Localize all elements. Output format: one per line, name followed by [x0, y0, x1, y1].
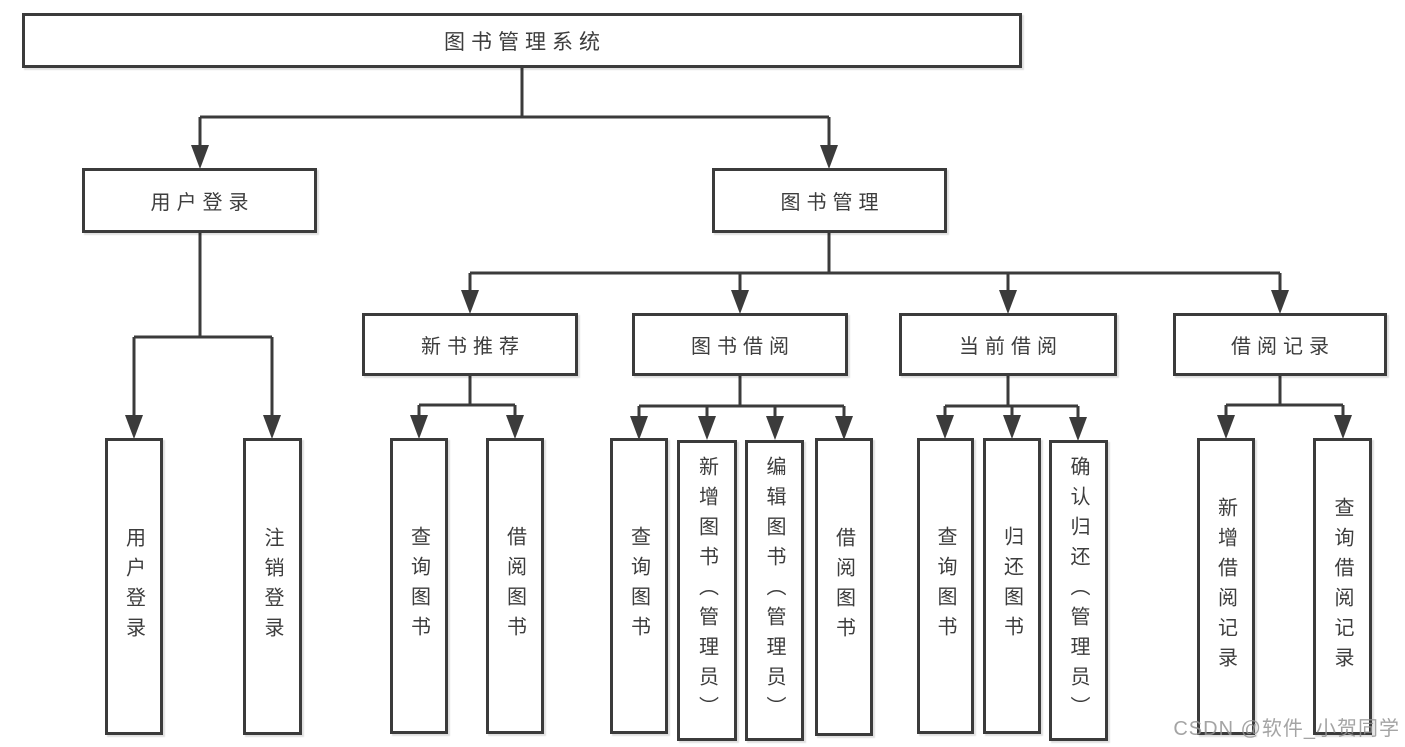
node-root-system: 图书管理系统	[22, 13, 1022, 68]
node-user-login: 用户登录	[82, 168, 317, 233]
node-root-system-label: 图书管理系统	[444, 30, 606, 54]
leaf-borrow-books-borrowing: 借阅图书	[815, 438, 873, 736]
leaf-edit-books-admin-label: 编辑图书（管理员）	[763, 455, 785, 726]
node-book-management: 图书管理	[712, 168, 947, 233]
leaf-borrow-books-recommend-label: 借阅图书	[503, 526, 526, 646]
node-borrowing-records-label: 借阅记录	[1231, 336, 1335, 358]
leaf-edit-books-admin: 编辑图书（管理员）	[745, 440, 804, 741]
leaf-add-borrow-record-label: 新增借阅记录	[1214, 496, 1237, 677]
leaf-query-books-current-label: 查询图书	[934, 526, 956, 646]
leaf-add-books-admin: 新增图书（管理员）	[677, 440, 737, 741]
leaf-query-books-current: 查询图书	[917, 438, 974, 734]
leaf-add-books-admin-label: 新增图书（管理员）	[695, 455, 718, 726]
node-book-borrowing: 图书借阅	[632, 313, 848, 376]
node-new-book-recommend-label: 新书推荐	[421, 336, 525, 358]
node-current-borrowing-label: 当前借阅	[959, 336, 1063, 358]
csdn-watermark: CSDN @软件_小贺同学	[1173, 718, 1400, 740]
node-book-management-label: 图书管理	[780, 192, 885, 214]
node-user-login-label: 用户登录	[150, 192, 255, 214]
leaf-user-login: 用户登录	[105, 438, 163, 735]
node-current-borrowing: 当前借阅	[899, 313, 1117, 376]
leaf-return-books-label: 归还图书	[1000, 526, 1023, 646]
node-new-book-recommend: 新书推荐	[362, 313, 578, 376]
leaf-query-books-borrowing-label: 查询图书	[627, 526, 650, 646]
connector-lines	[132, 68, 1345, 418]
leaf-query-books-borrowing: 查询图书	[610, 438, 668, 734]
leaf-query-borrow-record: 查询借阅记录	[1313, 438, 1372, 735]
node-book-borrowing-label: 图书借阅	[691, 336, 795, 358]
leaf-confirm-return-admin: 确认归还（管理员）	[1049, 440, 1108, 741]
leaf-logout-label: 注销登录	[261, 526, 283, 647]
arrowhead-icons	[125, 145, 1352, 441]
leaf-confirm-return-admin-label: 确认归还（管理员）	[1067, 455, 1089, 726]
leaf-logout: 注销登录	[243, 438, 302, 735]
leaf-borrow-books-borrowing-label: 借阅图书	[832, 527, 855, 647]
leaf-return-books: 归还图书	[983, 438, 1041, 734]
leaf-query-borrow-record-label: 查询借阅记录	[1331, 496, 1353, 677]
leaf-borrow-books-recommend: 借阅图书	[486, 438, 544, 734]
leaf-query-books-recommend: 查询图书	[390, 438, 448, 734]
leaf-user-login-label: 用户登录	[122, 526, 145, 647]
leaf-query-books-recommend-label: 查询图书	[407, 526, 430, 646]
leaf-add-borrow-record: 新增借阅记录	[1197, 438, 1255, 735]
node-borrowing-records: 借阅记录	[1173, 313, 1387, 376]
